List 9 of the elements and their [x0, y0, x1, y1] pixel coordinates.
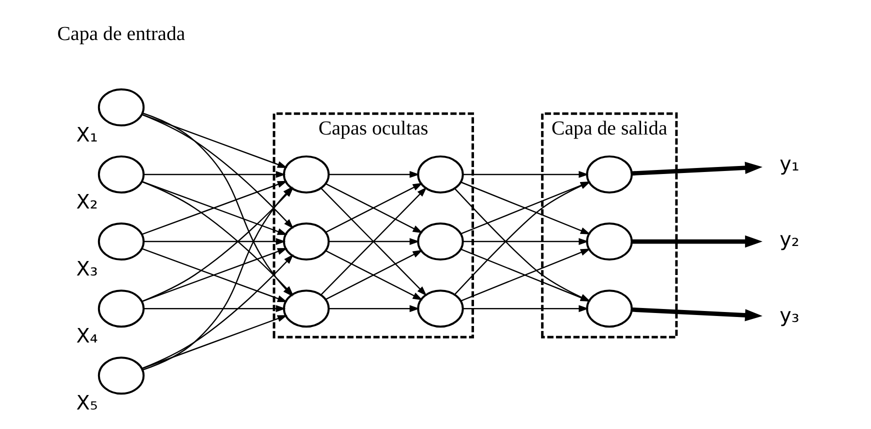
node-label: X₂ — [76, 190, 98, 214]
node-text: y₁ — [780, 152, 800, 176]
label: Capa de entrada — [57, 23, 186, 46]
node-label: X₅ — [76, 392, 98, 415]
node-label: X₃ — [76, 257, 98, 280]
node-label: X₄ — [76, 324, 98, 348]
node-text: y₂ — [780, 228, 800, 252]
node-text: y₃ — [780, 304, 800, 328]
node-label: X₁ — [76, 123, 98, 146]
